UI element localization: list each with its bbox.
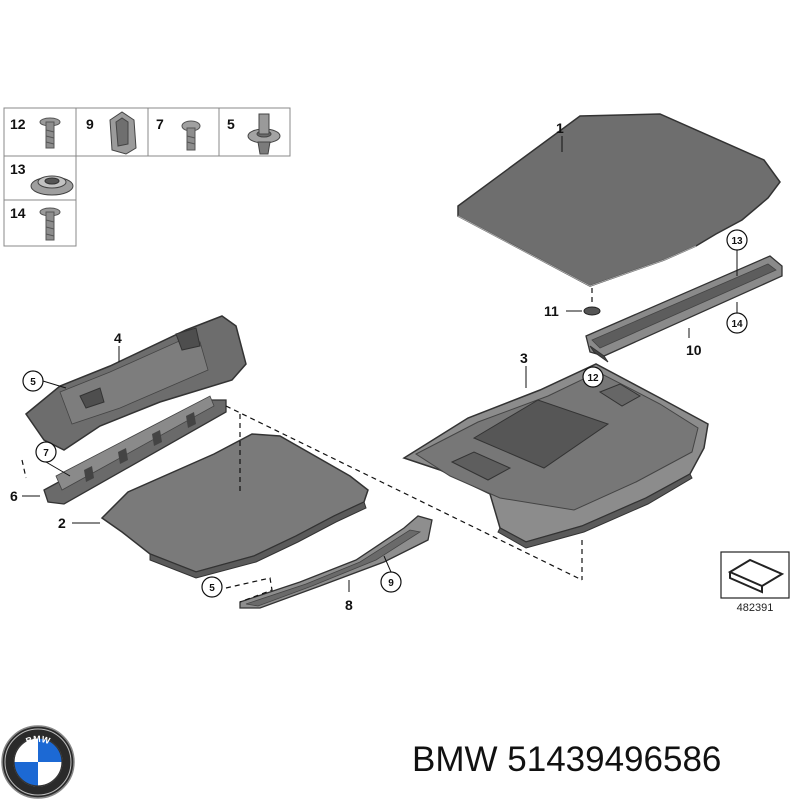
callout-9: 9 bbox=[388, 578, 394, 589]
callout-5: 5 bbox=[30, 377, 36, 388]
callout-2: 2 bbox=[58, 515, 66, 531]
table-label-14: 14 bbox=[10, 205, 26, 221]
callout-12: 12 bbox=[587, 373, 599, 384]
table-label-13: 13 bbox=[10, 161, 26, 177]
callout-5-circle bbox=[201, 576, 223, 598]
brand-part-caption: BMW 51439496586 bbox=[412, 740, 722, 779]
part-6-bracket-rail bbox=[43, 395, 227, 505]
washer-icon bbox=[30, 175, 74, 196]
bmw-logo: BMW bbox=[1, 725, 75, 799]
part-3-storage-tray bbox=[402, 363, 709, 549]
callout-7: 7 bbox=[43, 448, 49, 459]
callout-13: 13 bbox=[731, 236, 743, 247]
screw-icon bbox=[39, 117, 61, 149]
part-8-loading-sill bbox=[239, 515, 433, 609]
callout-3: 3 bbox=[520, 350, 528, 366]
callout-10: 10 bbox=[686, 342, 702, 358]
part-10-holder-strip bbox=[585, 255, 783, 363]
diagram-reference-symbol bbox=[720, 551, 790, 599]
screw-icon bbox=[181, 120, 201, 151]
callout-5: 5 bbox=[209, 583, 215, 594]
callout-1: 1 bbox=[556, 120, 564, 136]
parts-table bbox=[3, 107, 291, 247]
part-4-side-trim-panel bbox=[24, 315, 247, 451]
callout-6: 6 bbox=[10, 488, 18, 504]
table-label-7: 7 bbox=[156, 116, 164, 132]
table-label-12: 12 bbox=[10, 116, 26, 132]
callout-4: 4 bbox=[114, 330, 122, 346]
assembly-lines bbox=[21, 288, 593, 603]
callout-14-circle bbox=[726, 312, 748, 334]
table-label-5: 5 bbox=[227, 116, 235, 132]
part-1-cargo-floor-cover bbox=[457, 113, 781, 287]
bmw-logo-text: BMW bbox=[24, 734, 51, 746]
washer-11-part bbox=[583, 306, 601, 316]
callout-8: 8 bbox=[345, 597, 353, 613]
callout-11: 11 bbox=[544, 303, 559, 319]
callout-12-circle bbox=[582, 366, 604, 388]
table-label-9: 9 bbox=[86, 116, 94, 132]
screw-icon bbox=[39, 207, 61, 241]
part-2-floor-mat bbox=[100, 433, 369, 579]
clip-icon bbox=[109, 111, 137, 155]
expanding-rivet-icon bbox=[247, 113, 281, 155]
diagram-ref-number: 482391 bbox=[737, 602, 774, 614]
callout-13-circle bbox=[726, 229, 748, 251]
callout-14: 14 bbox=[731, 319, 743, 330]
